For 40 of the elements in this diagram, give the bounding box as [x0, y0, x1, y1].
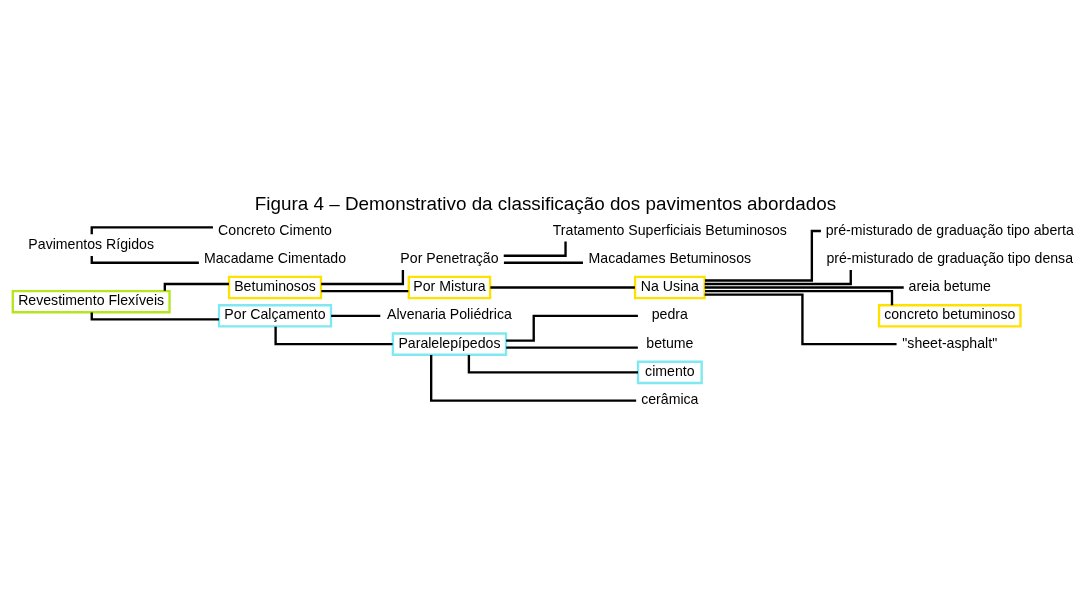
connector — [704, 269, 852, 286]
node-box: Na Usina — [633, 275, 706, 300]
connector — [503, 241, 567, 257]
node-box: Por Mistura — [407, 275, 492, 300]
connector — [503, 261, 583, 264]
node-box: Por Calçamento — [217, 304, 333, 328]
node-text: Concreto Cimento — [218, 221, 332, 238]
connector — [331, 314, 381, 317]
node-text: areia betume — [908, 278, 991, 295]
node-text: "sheet-asphalt" — [902, 334, 998, 351]
connector — [90, 226, 213, 235]
connector — [704, 286, 904, 289]
connector — [163, 282, 229, 291]
connector — [90, 256, 199, 264]
node-text: Pavimentos Rígidos — [28, 235, 154, 252]
node-text: pré-misturado de graduação tipo densa — [826, 249, 1074, 266]
node-text: pedra — [651, 306, 688, 323]
node-box: Paralelepípedos — [391, 332, 508, 356]
connector — [90, 312, 220, 321]
connector — [321, 289, 409, 293]
connector — [430, 355, 637, 402]
node-text: cerâmica — [641, 391, 699, 408]
connector — [321, 269, 405, 286]
connector — [705, 289, 894, 306]
node-text: Alvenaria Poliédrica — [387, 306, 512, 323]
node-box: Betuminosos — [227, 275, 323, 300]
node-text: Macadames Betuminosos — [588, 249, 752, 266]
node-box: concreto betuminoso — [877, 304, 1022, 328]
node-text: pré-misturado de graduação tipo aberta — [825, 221, 1074, 238]
node-box: Revestimento Flexíveis — [11, 289, 171, 314]
node-box: cimento — [636, 360, 703, 385]
connector — [506, 346, 638, 349]
connector — [490, 286, 635, 289]
node-text: Por Penetração — [400, 249, 499, 266]
node-text: Tratamento Superficiais Betuminosos — [552, 221, 787, 238]
node-text: Macadame Cimentado — [203, 249, 347, 266]
diagram-title: Figura 4 – Demonstrativo da classificação dos pavimentos abordados — [254, 192, 837, 214]
node-text: betume — [646, 334, 694, 351]
connector — [704, 293, 897, 346]
connector — [506, 314, 638, 342]
